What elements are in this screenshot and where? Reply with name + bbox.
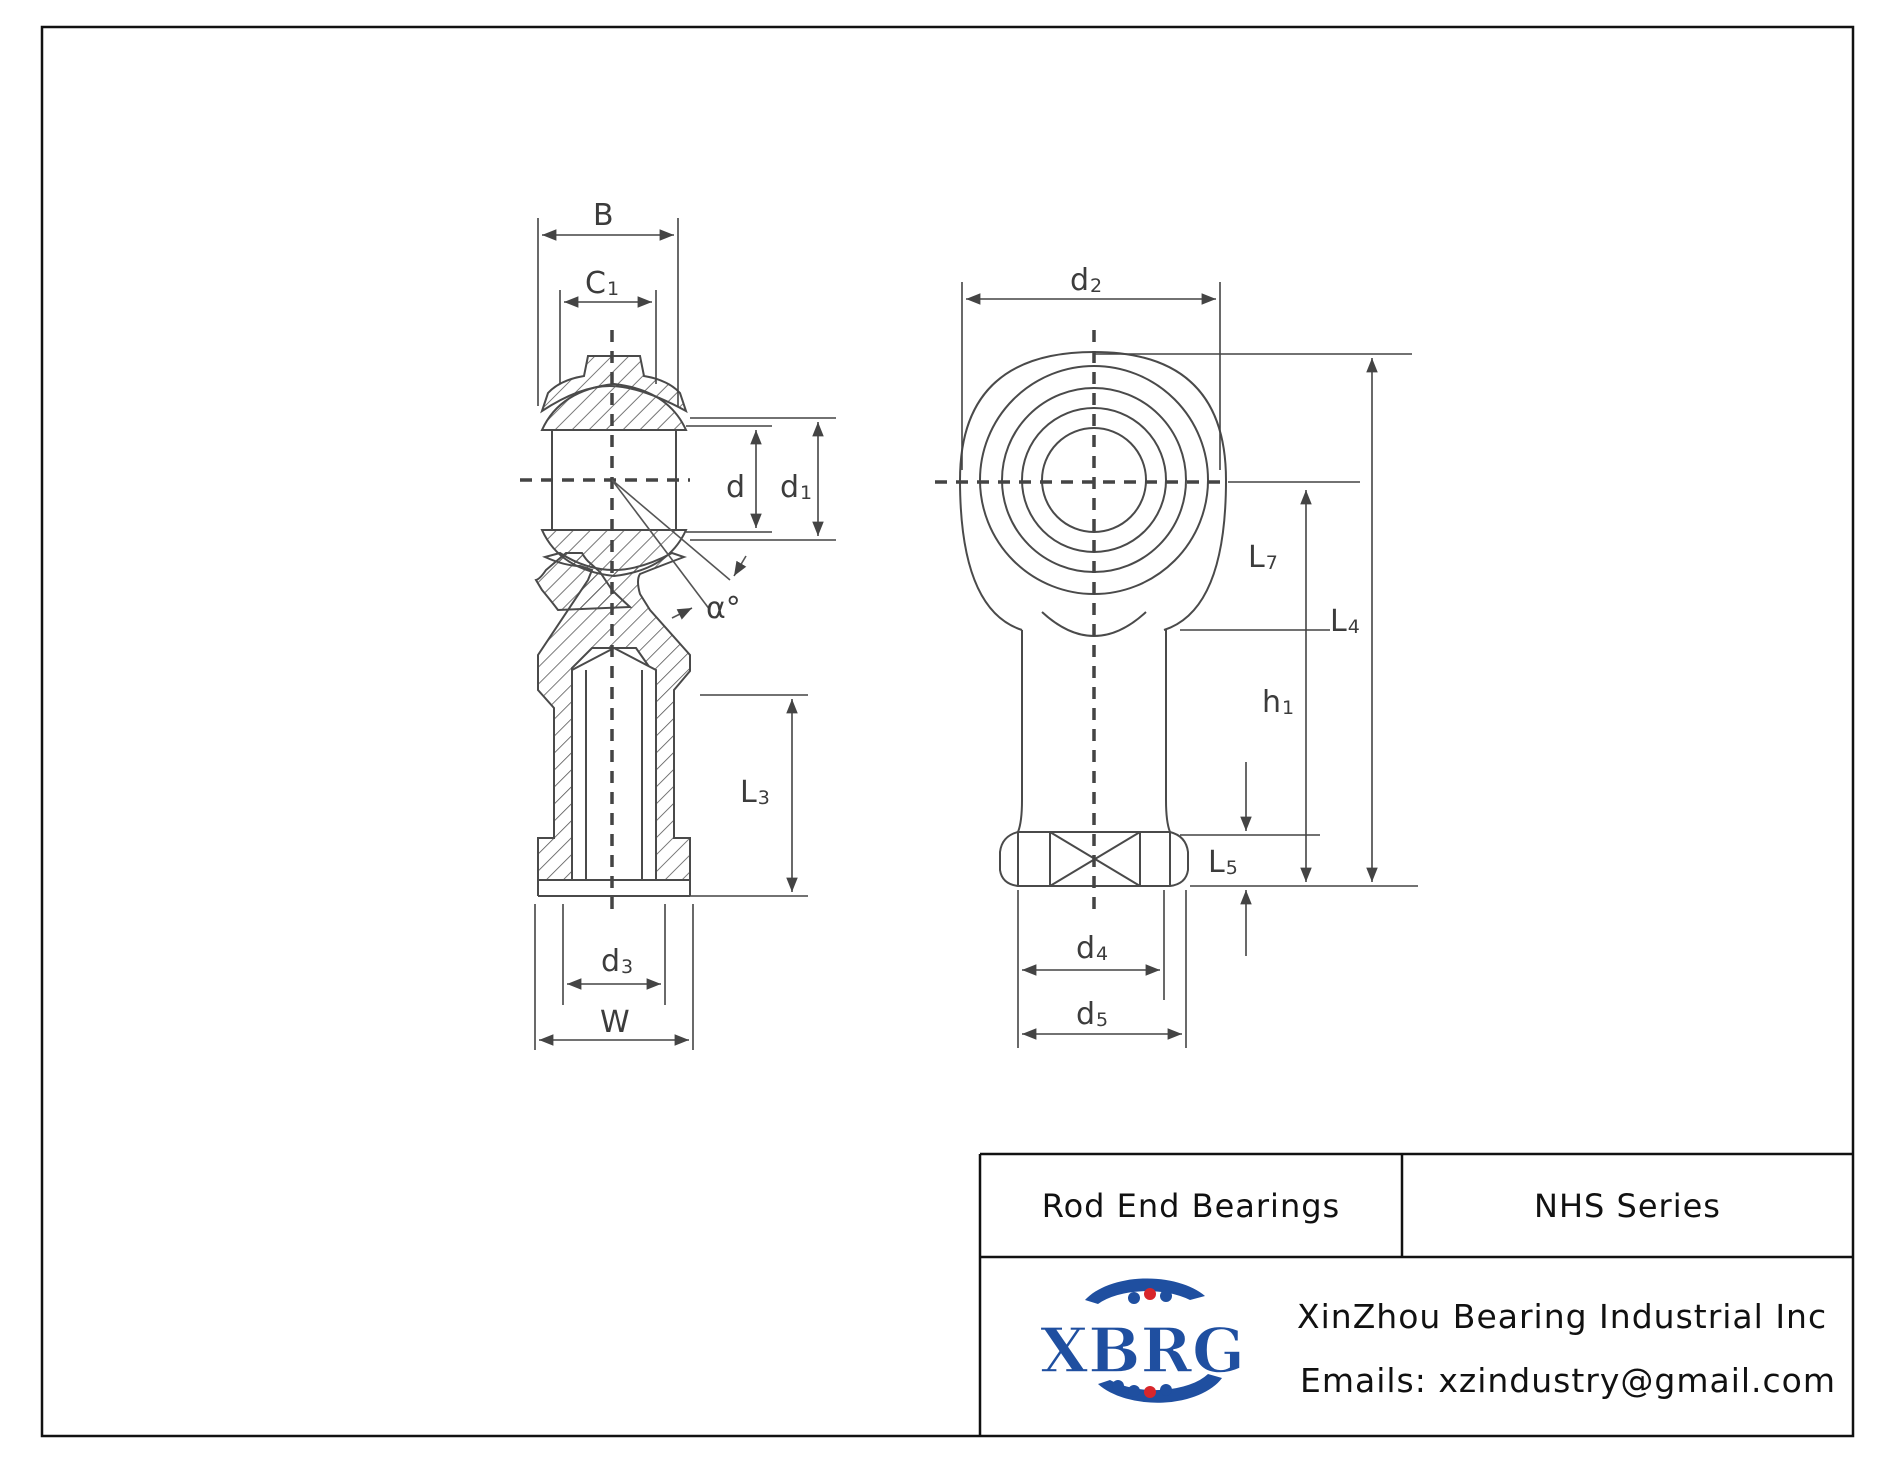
side-thread-cavity — [571, 646, 657, 881]
label-d1: d1 — [780, 470, 812, 505]
label-d5: d5 — [1076, 997, 1108, 1032]
label-L4: L4 — [1330, 604, 1360, 639]
side-dimensions — [534, 218, 836, 1050]
label-d: d — [726, 470, 745, 505]
label-d2: d2 — [1070, 263, 1102, 298]
label-L3: L3 — [740, 775, 770, 810]
label-d3: d3 — [601, 944, 633, 979]
drawing-frame — [40, 25, 1855, 1438]
label-d4: d4 — [1076, 931, 1108, 966]
product-title: Rod End Bearings — [1041, 1186, 1341, 1225]
label-alpha: α° — [706, 591, 741, 626]
series-title: NHS Series — [1534, 1186, 1721, 1225]
company-name: XinZhou Bearing Industrial Inc — [1297, 1297, 1828, 1336]
alpha-angle-lines — [611, 479, 747, 620]
label-B: B — [593, 198, 614, 233]
company-email: Emails: xzindustry@gmail.com — [1300, 1361, 1837, 1400]
xbrg-logo: XBRG — [1039, 1278, 1246, 1403]
label-L5: L5 — [1208, 845, 1238, 880]
side-centerlines — [520, 330, 690, 915]
label-h1: h1 — [1262, 685, 1294, 720]
label-L7: L7 — [1248, 540, 1278, 575]
svg-text:XBRG: XBRG — [1040, 1314, 1245, 1387]
front-dimensions — [961, 282, 1418, 1048]
front-view — [958, 350, 1228, 887]
label-C1: C1 — [585, 266, 619, 301]
front-hex-nut — [999, 831, 1189, 887]
front-centerlines — [935, 330, 1225, 912]
label-W: W — [600, 1005, 630, 1040]
title-block-grid — [978, 1152, 1853, 1436]
